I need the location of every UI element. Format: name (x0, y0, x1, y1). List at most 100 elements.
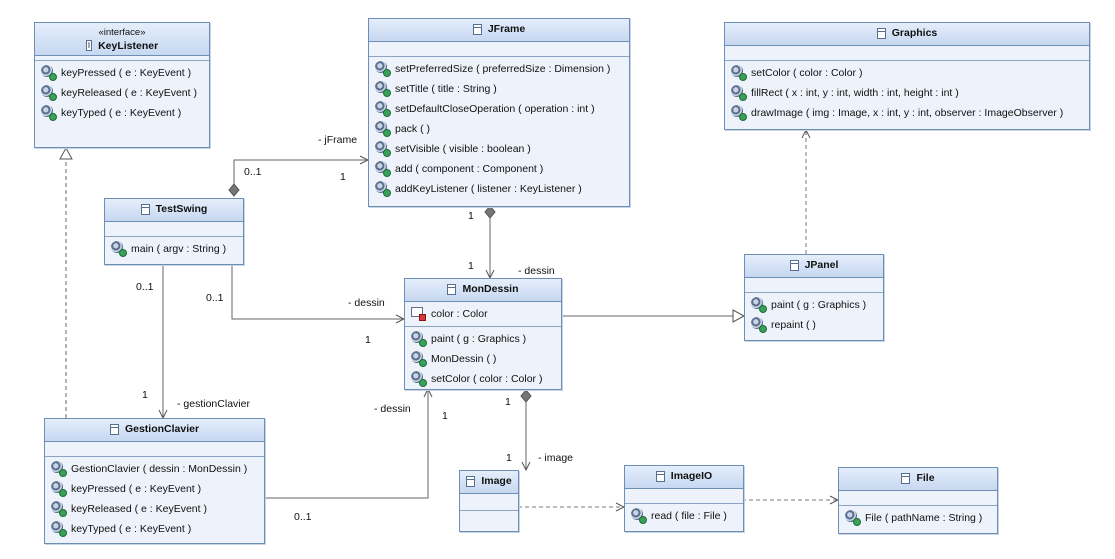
stereotype-label: «interface» (98, 27, 146, 38)
method-row: setTitle ( title : String ) (369, 79, 629, 99)
class-icon (472, 23, 482, 35)
class-header: MonDessin (405, 279, 561, 302)
method-row: setPreferredSize ( preferredSize : Dimen… (369, 59, 629, 79)
methods-section: File ( pathName : String ) (839, 506, 997, 530)
method-row: keyPressed ( e : KeyEvent ) (45, 479, 264, 499)
public-method-icon (731, 84, 747, 101)
class-icon (876, 27, 886, 39)
class-testswing[interactable]: TestSwing main ( argv : String ) (104, 198, 244, 265)
public-method-icon (111, 240, 127, 257)
multiplicity-label: 1 (468, 210, 474, 222)
methods-section: paint ( g : Graphics ) repaint ( ) (745, 293, 883, 337)
public-method-icon (51, 460, 67, 477)
methods-section: main ( argv : String ) (105, 237, 243, 261)
method-row: pack ( ) (369, 119, 629, 139)
method-row: paint ( g : Graphics ) (405, 329, 561, 349)
class-header: JPanel (745, 255, 883, 278)
class-name: ImageIO (670, 470, 713, 482)
class-name: KeyListener (98, 39, 159, 52)
public-method-icon (51, 480, 67, 497)
class-name: JFrame (487, 23, 526, 35)
class-icon (140, 203, 150, 215)
method-row: setVisible ( visible : boolean ) (369, 139, 629, 159)
method-row: setColor ( color : Color ) (405, 369, 561, 389)
public-method-icon (731, 104, 747, 121)
interface-icon: I (85, 40, 93, 51)
public-method-icon (51, 500, 67, 517)
public-method-icon (41, 84, 57, 101)
class-header: File (839, 468, 997, 491)
attributes-section (460, 494, 518, 511)
multiplicity-label: 0..1 (294, 511, 312, 523)
multiplicity-label: 1 (442, 410, 448, 422)
class-name: TestSwing (155, 203, 208, 215)
class-name: File (916, 472, 935, 484)
multiplicity-label: 1 (365, 334, 371, 346)
public-method-icon (845, 509, 861, 526)
class-name: GestionClavier (124, 423, 200, 435)
class-jpanel[interactable]: JPanel paint ( g : Graphics ) repaint ( … (744, 254, 884, 341)
class-name: MonDessin (462, 283, 519, 295)
class-jframe[interactable]: JFrame setPreferredSize ( preferredSize … (368, 18, 630, 207)
multiplicity-label: 1 (468, 260, 474, 272)
role-label: - dessin (518, 265, 555, 277)
role-label: - image (538, 452, 574, 464)
method-row: repaint ( ) (745, 315, 883, 335)
multiplicity-label: 0..1 (206, 292, 224, 304)
multiplicity-label: 1 (142, 389, 148, 401)
method-row: setDefaultCloseOperation ( operation : i… (369, 99, 629, 119)
public-method-icon (51, 520, 67, 537)
role-label: - jFrame (318, 134, 358, 146)
method-row: main ( argv : String ) (105, 239, 243, 259)
multiplicity-label: 1 (505, 396, 511, 408)
public-method-icon (41, 64, 57, 81)
public-method-icon (751, 296, 767, 313)
method-row: read ( file : File ) (625, 506, 743, 526)
class-icon (789, 259, 799, 271)
method-row: keyPressed ( e : KeyEvent ) (35, 63, 209, 83)
method-row: add ( component : Component ) (369, 159, 629, 179)
methods-section: setColor ( color : Color ) fillRect ( x … (725, 61, 1089, 125)
class-file[interactable]: File File ( pathName : String ) (838, 467, 998, 534)
class-icon (109, 423, 119, 435)
class-header: JFrame (369, 19, 629, 42)
class-imageio[interactable]: ImageIO read ( file : File ) (624, 465, 744, 532)
method-row: File ( pathName : String ) (839, 508, 997, 528)
method-row: fillRect ( x : int, y : int, width : int… (725, 83, 1089, 103)
class-keylistener[interactable]: «interface» I KeyListener keyPressed ( e … (34, 22, 210, 148)
attributes-section (725, 46, 1089, 61)
public-method-icon (751, 316, 767, 333)
class-header: GestionClavier (45, 419, 264, 442)
method-row: keyReleased ( e : KeyEvent ) (35, 83, 209, 103)
public-method-icon (411, 330, 427, 347)
method-row: keyTyped ( e : KeyEvent ) (35, 103, 209, 123)
class-name: Graphics (891, 27, 938, 39)
attributes-section (35, 56, 209, 61)
class-header: TestSwing (105, 199, 243, 222)
class-header: Graphics (725, 23, 1089, 46)
methods-section (460, 511, 518, 527)
attributes-section: color : Color (405, 302, 561, 327)
class-header: Image (460, 471, 518, 494)
role-label: - gestionClavier (177, 398, 250, 410)
attributes-section (45, 442, 264, 457)
public-method-icon (375, 120, 391, 137)
multiplicity-label: 1 (340, 171, 346, 183)
class-mondessin[interactable]: MonDessin color : Color paint ( g : Grap… (404, 278, 562, 390)
public-method-icon (375, 160, 391, 177)
methods-section: read ( file : File ) (625, 504, 743, 528)
attributes-section (369, 42, 629, 57)
class-name: JPanel (804, 259, 839, 271)
method-row: drawImage ( img : Image, x : int, y : in… (725, 103, 1089, 123)
class-gestionclavier[interactable]: GestionClavier GestionClavier ( dessin :… (44, 418, 265, 544)
public-method-icon (41, 104, 57, 121)
class-graphics[interactable]: Graphics setColor ( color : Color ) fill… (724, 22, 1090, 130)
class-name: Image (481, 475, 512, 487)
class-image[interactable]: Image (459, 470, 519, 532)
method-row: keyTyped ( e : KeyEvent ) (45, 519, 264, 539)
public-method-icon (375, 80, 391, 97)
class-icon (901, 472, 911, 484)
public-method-icon (375, 180, 391, 197)
attribute-row: color : Color (405, 304, 561, 324)
private-field-icon (411, 306, 427, 322)
